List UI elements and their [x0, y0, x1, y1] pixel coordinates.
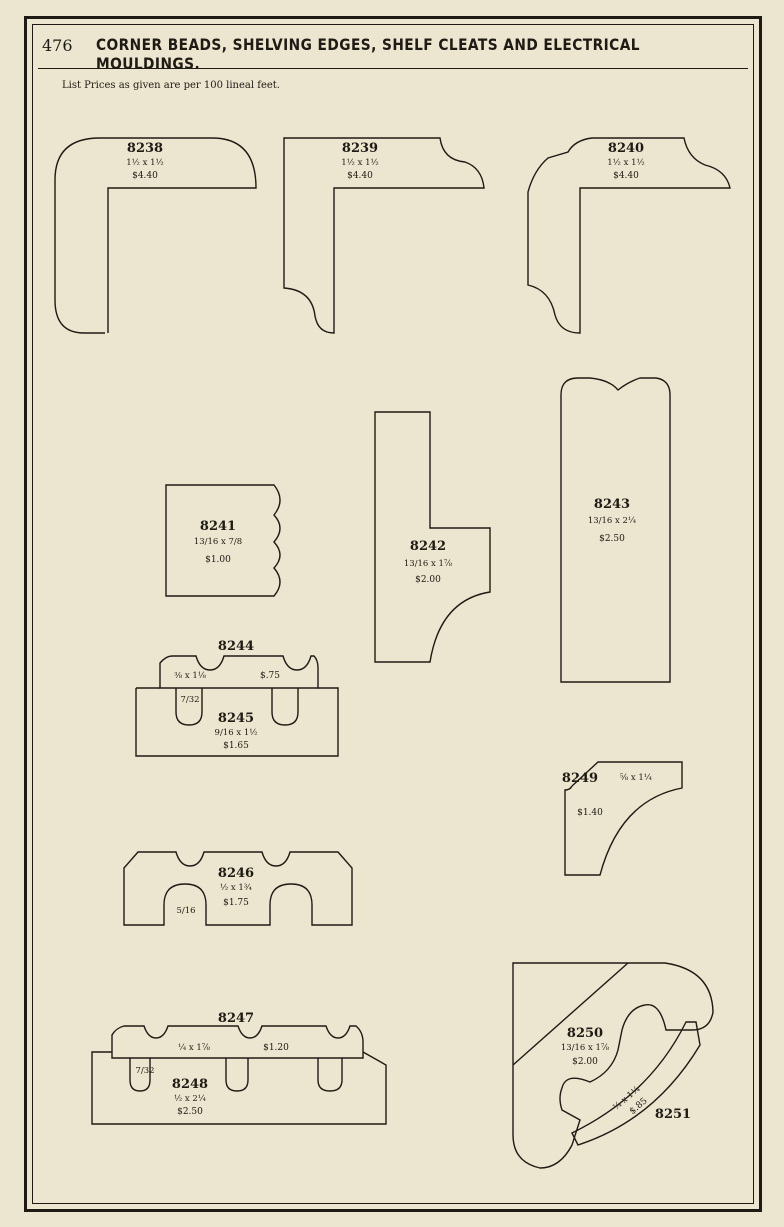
size-8244: ⅜ x 1⅛ — [174, 671, 207, 681]
note-8248: 7/32 — [135, 1066, 154, 1076]
moulding-8242: 8242 13/16 x 1⅞ $2.00 — [374, 411, 491, 663]
size-8250: 13/16 x 1⅞ — [561, 1043, 610, 1053]
number-8250: 8250 — [567, 1026, 603, 1041]
price-8242: $2.00 — [415, 575, 441, 585]
size-8245: 9/16 x 1½ — [215, 727, 258, 738]
moulding-8249: 8249 ⅝ x 1¼ $1.40 — [562, 761, 683, 876]
moulding-8239: 8239 1½ x 1½ $4.40 — [283, 137, 485, 334]
price-8246: $1.75 — [223, 898, 249, 908]
profile-8249 — [564, 761, 683, 876]
number-8244: 8244 — [218, 639, 254, 654]
size-8238: 1½ x 1½ — [126, 157, 164, 168]
number-8246: 8246 — [218, 866, 254, 881]
size-8241: 13/16 x 7/8 — [194, 537, 242, 547]
moulding-8243: 8243 13/16 x 2¼ $2.50 — [560, 377, 671, 683]
profile-8241 — [165, 484, 281, 597]
price-8248: $2.50 — [177, 1107, 203, 1117]
number-8239: 8239 — [342, 141, 378, 156]
moulding-8238: 8238 1½ x 1½ $4.40 — [54, 137, 257, 334]
number-8243: 8243 — [594, 497, 630, 512]
price-8238: $4.40 — [132, 171, 158, 181]
price-8244: $.75 — [260, 671, 280, 681]
profile-8243 — [560, 377, 671, 683]
page-border-inner — [32, 24, 754, 1204]
size-8249: ⅝ x 1¼ — [620, 772, 652, 783]
moulding-8247-8248: 8247 ¼ x 1⅞ $1.20 7/32 8248 ½ x 2¼ $2.50 — [91, 1011, 387, 1125]
number-8245: 8245 — [218, 711, 254, 726]
page-border — [24, 16, 762, 1212]
price-8247: $1.20 — [263, 1043, 289, 1053]
size-8239: 1½ x 1½ — [341, 157, 379, 168]
profile-8247 — [111, 1025, 364, 1059]
price-8249: $1.40 — [577, 808, 603, 818]
number-8247: 8247 — [218, 1011, 254, 1026]
profile-8251 — [571, 1021, 701, 1146]
price-8240: $4.40 — [613, 171, 639, 181]
profile-8239 — [283, 137, 485, 334]
price-8243: $2.50 — [599, 534, 625, 544]
number-8248: 8248 — [172, 1077, 208, 1092]
size-8247: ¼ x 1⅞ — [178, 1042, 211, 1053]
size-8248: ½ x 2¼ — [174, 1093, 206, 1104]
profile-8250 — [512, 962, 714, 1169]
profile-8244 — [159, 655, 319, 689]
note-8244: 7/32 — [180, 695, 199, 705]
price-8250: $2.00 — [572, 1057, 598, 1067]
profile-8240 — [527, 137, 731, 334]
note-8246: 5/16 — [176, 906, 195, 916]
size-8243: 13/16 x 2¼ — [588, 515, 636, 526]
number-8249: 8249 — [562, 771, 598, 786]
page-number: 476 — [42, 36, 73, 55]
profile-8246 — [123, 851, 353, 926]
price-8245: $1.65 — [223, 741, 249, 751]
profile-8248 — [91, 1051, 387, 1125]
moulding-8240: 8240 1½ x 1½ $4.40 — [527, 137, 731, 334]
number-8240: 8240 — [608, 141, 644, 156]
number-8242: 8242 — [410, 539, 446, 554]
profile-8245 — [135, 687, 339, 757]
moulding-8246: 8246 ½ x 1¾ $1.75 5/16 — [123, 851, 353, 926]
number-8238: 8238 — [127, 141, 163, 156]
profile-8238 — [54, 137, 257, 334]
profile-8242 — [374, 411, 491, 663]
number-8251: 8251 — [655, 1107, 691, 1122]
size-8246: ½ x 1¾ — [220, 882, 252, 893]
price-note: List Prices as given are per 100 lineal … — [62, 80, 280, 91]
number-8241: 8241 — [200, 519, 236, 534]
moulding-8250-8251: 8250 13/16 x 1⅞ $2.00 ¼ x 1¼ $.85 8251 — [512, 962, 714, 1169]
title-rule — [38, 68, 748, 69]
profile-8250-chamfer — [512, 962, 629, 1066]
size-8240: 1½ x 1½ — [607, 157, 645, 168]
price-8241: $1.00 — [205, 555, 231, 565]
moulding-8244-8245: 8244 ⅜ x 1⅛ $.75 7/32 8245 9/16 x 1½ $1.… — [135, 639, 339, 757]
price-8239: $4.40 — [347, 171, 373, 181]
size-8242: 13/16 x 1⅞ — [404, 559, 453, 569]
moulding-8241: 8241 13/16 x 7/8 $1.00 — [165, 484, 281, 597]
